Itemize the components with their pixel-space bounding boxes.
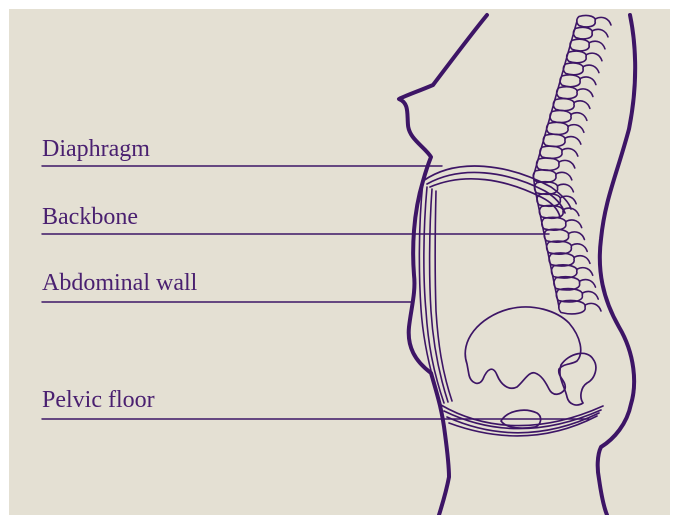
- spinous-process: [559, 160, 575, 168]
- body-outline-back: [598, 15, 635, 515]
- vertebra: [577, 15, 596, 26]
- spinous-process: [580, 77, 596, 85]
- label-abdominal-wall: Abdominal wall: [42, 270, 197, 296]
- spinous-process: [577, 268, 593, 276]
- spinous-process: [574, 101, 590, 109]
- vertebra: [553, 99, 574, 111]
- spinous-process: [586, 53, 602, 61]
- spinous-process: [583, 65, 599, 73]
- spinous-process: [582, 291, 598, 299]
- spinous-process: [592, 29, 608, 37]
- vertebra: [543, 134, 565, 146]
- diagram-panel: Diaphragm Backbone Abdominal wall Pelvic…: [9, 9, 670, 515]
- spinous-process: [557, 184, 573, 192]
- spinous-process: [556, 172, 572, 180]
- spinous-process: [568, 125, 584, 133]
- label-diaphragm: Diaphragm: [42, 136, 150, 162]
- spinous-process: [574, 256, 590, 264]
- spinous-process: [577, 89, 593, 97]
- vertebra: [540, 146, 562, 158]
- spinous-process: [595, 17, 611, 25]
- vertebra: [533, 170, 556, 183]
- vertebra: [573, 27, 592, 39]
- vertebra: [544, 229, 568, 242]
- body-outline-front: [399, 15, 487, 515]
- spinous-process: [589, 41, 605, 49]
- vertebra: [539, 205, 563, 218]
- spinous-process: [585, 303, 601, 311]
- vertebra: [550, 110, 571, 122]
- label-backbone: Backbone: [42, 204, 138, 230]
- abdominal-wall-muscle: [419, 181, 452, 405]
- vertebra: [567, 51, 587, 63]
- pelvis-bone: [465, 307, 596, 428]
- spinous-process: [565, 137, 581, 145]
- vertebra: [547, 241, 572, 254]
- spinous-process: [579, 280, 595, 288]
- label-pelvic-floor: Pelvic floor: [42, 387, 155, 413]
- vertebra: [537, 158, 560, 170]
- spinous-process: [566, 220, 582, 228]
- spinous-process: [571, 244, 587, 252]
- vertebra: [557, 87, 578, 99]
- diaphragm-muscle: [423, 166, 571, 217]
- vertebra: [560, 75, 580, 87]
- body-illustration: [9, 9, 670, 515]
- vertebra: [547, 122, 569, 134]
- vertebra: [570, 39, 589, 51]
- spinous-process: [571, 113, 587, 121]
- vertebra: [563, 63, 583, 75]
- spinous-process: [562, 148, 578, 156]
- spinous-process: [568, 232, 584, 240]
- vertebra: [542, 217, 566, 230]
